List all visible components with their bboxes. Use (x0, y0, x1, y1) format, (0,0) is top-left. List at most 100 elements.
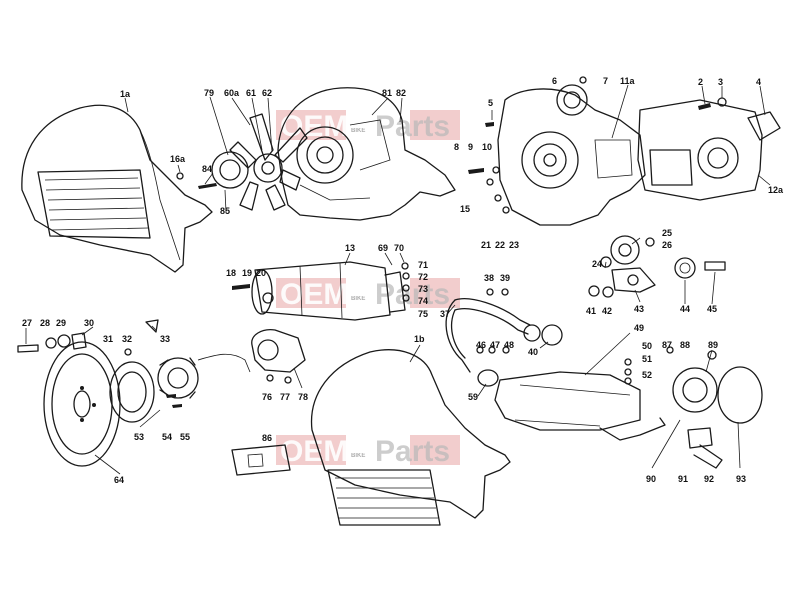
callout-75: 75 (418, 309, 428, 319)
callout-31: 31 (103, 334, 113, 344)
callout-33: 33 (160, 334, 170, 344)
callout-71: 71 (418, 260, 428, 270)
callout-22: 22 (495, 240, 505, 250)
crank-bolt-assembly (17, 332, 87, 353)
exhaust-gasket (477, 369, 499, 387)
callout-27: 27 (22, 318, 32, 328)
callout-40: 40 (528, 347, 538, 357)
callout-74: 74 (418, 296, 428, 306)
crankcase-half-right (497, 84, 646, 226)
callout-49: 49 (634, 323, 644, 333)
fan-cowling-upper (21, 104, 213, 273)
callout-26: 26 (662, 240, 672, 250)
callout-43: 43 (634, 304, 644, 314)
callout-60a: 60a (224, 88, 240, 98)
callout-16a: 16a (170, 154, 186, 164)
callout-7: 7 (603, 76, 608, 86)
callout-25: 25 (662, 228, 672, 238)
coolant-outlet (687, 427, 723, 469)
callout-19: 19 (242, 268, 252, 278)
leader-lines (25, 84, 771, 475)
voltage-regulator (231, 444, 291, 476)
callout-46: 46 (476, 340, 486, 350)
callout-15: 15 (460, 204, 470, 214)
thermostat-housing (672, 366, 763, 424)
callout-20: 20 (256, 268, 266, 278)
callout-89: 89 (708, 340, 718, 350)
callout-82: 82 (396, 88, 406, 98)
pump-gear (611, 267, 656, 293)
callout-85: 85 (220, 206, 230, 216)
cooling-fan (198, 113, 308, 211)
starter-motor (232, 261, 406, 321)
callout-79: 79 (204, 88, 214, 98)
callout-53: 53 (134, 432, 144, 442)
callout-9: 9 (468, 142, 473, 152)
watermark-brand-mid: BIKE (351, 128, 365, 134)
callout-24: 24 (592, 259, 602, 269)
callout-84: 84 (202, 164, 212, 174)
callout-55: 55 (180, 432, 190, 442)
callout-73: 73 (418, 284, 428, 294)
callout-21: 21 (481, 240, 491, 250)
watermark-brand-left: OEM (280, 435, 348, 468)
watermark-brand-mid: BIKE (351, 296, 365, 302)
callout-18: 18 (226, 268, 236, 278)
callout-38: 38 (484, 273, 494, 283)
callout-11a: 11a (620, 76, 636, 86)
fan-cowling-lower (310, 349, 511, 526)
exhaust-pipe (445, 298, 563, 373)
watermark-brand-left: OEM (280, 278, 348, 311)
callout-37: 37 (440, 309, 450, 319)
callout-81: 81 (382, 88, 392, 98)
callout-69: 69 (378, 243, 388, 253)
callout-61: 61 (246, 88, 256, 98)
callout-78: 78 (298, 392, 308, 402)
callout-6: 6 (552, 76, 557, 86)
callout-70: 70 (394, 243, 404, 253)
gearbox-cover (637, 99, 781, 201)
callout-1a: 1a (120, 89, 131, 99)
watermark-brand-mid: BIKE (351, 453, 365, 459)
callout-51: 51 (642, 354, 652, 364)
callout-41: 41 (586, 306, 596, 316)
callout-52: 52 (642, 370, 652, 380)
watermark-brand-right: Parts (375, 435, 450, 468)
callout-8: 8 (454, 142, 459, 152)
callout-42: 42 (602, 306, 612, 316)
callout-28: 28 (40, 318, 50, 328)
callout-12a: 12a (768, 185, 784, 195)
callout-29: 29 (56, 318, 66, 328)
drive-gear (674, 257, 726, 279)
callout-23: 23 (509, 240, 519, 250)
callout-1b: 1b (414, 334, 425, 344)
callout-92: 92 (704, 474, 714, 484)
callout-59: 59 (468, 392, 478, 402)
callout-labels: 1a 16a 84 85 79 60a 61 62 81 82 6 7 11a … (22, 76, 784, 485)
starter-cover (251, 329, 306, 373)
callout-48: 48 (504, 340, 514, 350)
callout-50: 50 (642, 341, 652, 351)
watermark-middle: OEM BIKE Parts (276, 278, 460, 311)
callout-88: 88 (680, 340, 690, 350)
callout-3: 3 (718, 77, 723, 87)
callout-5: 5 (488, 98, 493, 108)
callout-47: 47 (490, 340, 500, 350)
silencer (494, 371, 666, 441)
callout-10: 10 (482, 142, 492, 152)
watermark-brand-right: Parts (375, 110, 450, 143)
callout-86: 86 (262, 433, 272, 443)
callout-4: 4 (756, 77, 761, 87)
callout-64: 64 (114, 475, 124, 485)
callout-32: 32 (122, 334, 132, 344)
stator-plate (109, 361, 155, 423)
watermark-top: OEM BIKE Parts (276, 110, 460, 143)
callout-54: 54 (162, 432, 172, 442)
callout-90: 90 (646, 474, 656, 484)
callout-45: 45 (707, 304, 717, 314)
callout-72: 72 (418, 272, 428, 282)
callout-77: 77 (280, 392, 290, 402)
callout-2: 2 (698, 77, 703, 87)
watermark: OEM BIKE Parts OEM BIKE Parts OEM BIKE P… (276, 110, 460, 468)
